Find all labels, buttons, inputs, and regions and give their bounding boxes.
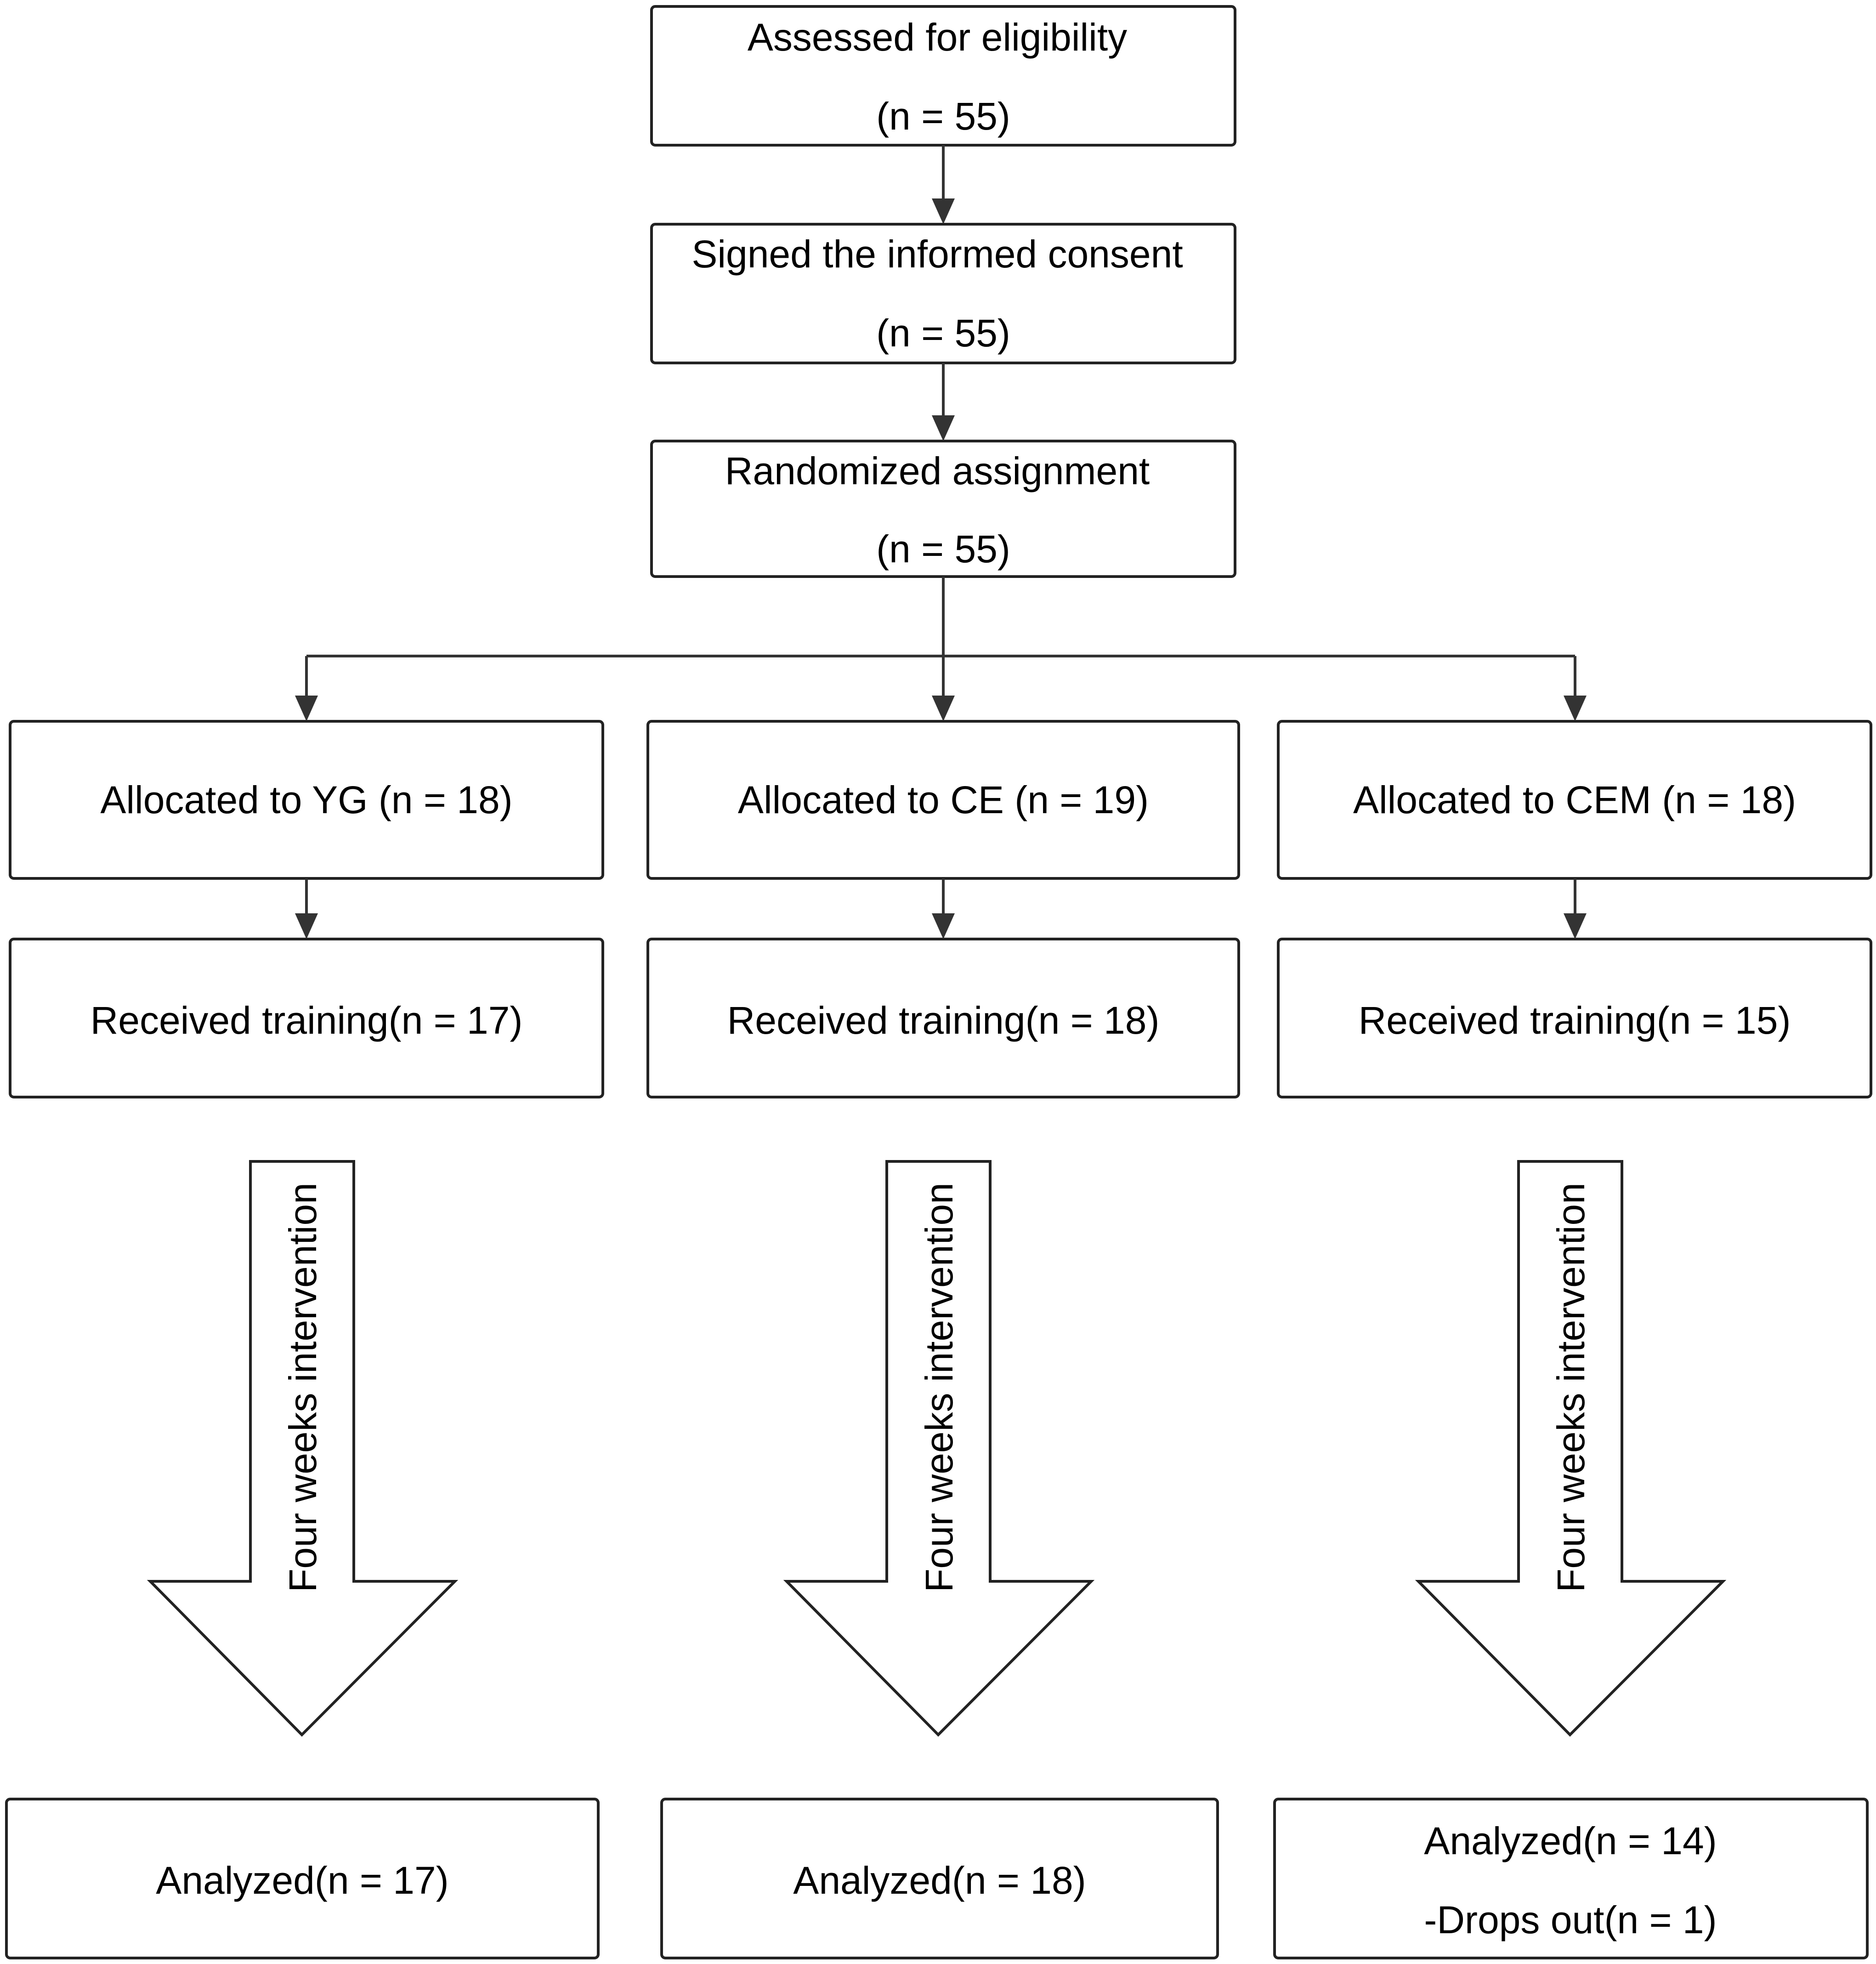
group-cem: Allocated to CEM (n = 18) Received train… <box>1273 720 1872 1959</box>
intervention-arrow-yg <box>147 1160 459 1737</box>
intervention-arrow-cem <box>1415 1160 1727 1737</box>
dropout-cem-label: -Drops out(n = 1) <box>1424 1898 1717 1941</box>
analyzed-cem-box <box>1273 1798 1869 1959</box>
intervention-arrow-ce <box>783 1160 1095 1737</box>
assessed-label: Assessed for eligibility <box>748 16 1127 59</box>
analyzed-cem-label: Analyzed(n = 14) <box>1424 1819 1717 1862</box>
randomized-box: Randomized assignment (n = 55) <box>650 440 1236 578</box>
analyzed-yg-label: Analyzed(n = 17) <box>156 1859 448 1902</box>
allocated-ce-label: Allocated to CE (n = 19) <box>738 778 1149 821</box>
arrowhead-consent <box>932 198 955 224</box>
received-ce-box <box>646 938 1240 1098</box>
consent-box: Signed the informed consent (n = 55) <box>650 223 1236 364</box>
analyzed-ce-box <box>660 1798 1219 1959</box>
intervention-label-cem: Four weeks intervention <box>1549 1183 1593 1592</box>
assessed-box: Assessed for eligibility (n = 55) <box>650 5 1236 147</box>
consent-label: Signed the informed consent <box>691 232 1183 276</box>
arrowhead-received-yg <box>295 913 318 939</box>
assessed-count: (n = 55) <box>876 95 1010 138</box>
arrowhead-allocated-cem <box>1564 696 1587 721</box>
analyzed-yg-box <box>5 1798 600 1959</box>
allocated-cem-label: Allocated to CEM (n = 18) <box>1353 778 1796 821</box>
arrowhead-received-cem <box>1564 913 1587 939</box>
group-yg: Allocated to YG (n = 18) Received traini… <box>5 720 604 1959</box>
received-ce-label: Received training(n = 18) <box>727 999 1160 1042</box>
randomized-label: Randomized assignment <box>725 449 1150 492</box>
received-cem-box <box>1277 938 1872 1098</box>
intervention-label-yg: Four weeks intervention <box>281 1183 324 1592</box>
group-ce: Allocated to CE (n = 19) Received traini… <box>646 720 1240 1959</box>
arrowhead-randomized <box>932 415 955 441</box>
analyzed-ce-label: Analyzed(n = 18) <box>793 1859 1086 1902</box>
randomized-count: (n = 55) <box>876 527 1010 571</box>
intervention-label-ce: Four weeks intervention <box>918 1183 961 1592</box>
received-yg-label: Received training(n = 17) <box>91 999 523 1042</box>
consent-count: (n = 55) <box>876 311 1010 355</box>
arrowhead-allocated-yg <box>295 696 318 721</box>
arrowhead-allocated-ce <box>932 696 955 721</box>
received-yg-box <box>9 938 604 1098</box>
allocated-yg-label: Allocated to YG (n = 18) <box>100 778 512 821</box>
arrowhead-received-ce <box>932 913 955 939</box>
received-cem-label: Received training(n = 15) <box>1359 999 1791 1042</box>
